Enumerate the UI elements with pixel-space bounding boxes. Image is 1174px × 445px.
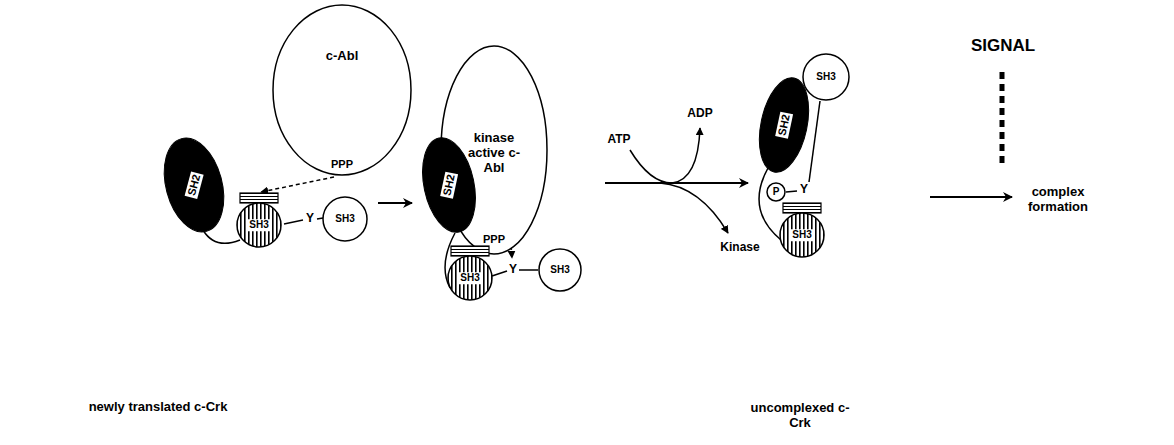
atp-adp-arrow	[630, 128, 700, 183]
sh2-domain: SH2	[160, 135, 228, 235]
sh2-domain: SH2	[418, 135, 480, 235]
tyrosine-label: Y	[509, 263, 517, 277]
stage-caption: newly translated c-Crk	[89, 400, 228, 415]
reactant-label: ATP	[607, 133, 630, 147]
step-arrow	[378, 202, 412, 204]
linker-line	[284, 220, 303, 224]
sh3-domain: SH3	[538, 248, 582, 292]
domain-label: SH3	[335, 213, 354, 225]
linker-line	[786, 191, 797, 192]
kinase-release-arrow	[660, 183, 728, 233]
domain-label: SH3	[816, 71, 835, 83]
tyrosine-label: Y	[306, 212, 314, 226]
sh3-domain-striped: SH3	[443, 246, 497, 302]
domain-label: SH3	[247, 219, 270, 231]
linker-line	[759, 168, 781, 240]
linker-line	[317, 218, 323, 219]
product-label: Kinase	[720, 241, 759, 255]
step-arrow	[930, 196, 1012, 198]
outcome-label: complex formation	[1018, 185, 1098, 215]
domain-label: SH3	[550, 264, 569, 276]
domain-label: P	[773, 186, 780, 198]
domain-label: SH3	[790, 229, 813, 241]
node-outline	[272, 4, 412, 176]
stage-caption: uncomplexed c-Crk	[743, 401, 858, 431]
domain-label: PPP	[331, 158, 353, 171]
sh3-domain: SH3	[802, 53, 850, 101]
binding-arrow	[261, 177, 334, 192]
sh3-domain-striped: SH3	[232, 193, 286, 249]
product-label: ADP	[687, 107, 712, 121]
phosphate-circle: P	[766, 182, 786, 202]
linker-line	[809, 101, 820, 182]
domain-label: PPP	[483, 233, 505, 246]
tyrosine-label: Y	[800, 183, 808, 197]
linker-line	[492, 271, 507, 276]
domain-label: SH3	[458, 272, 481, 284]
sh3-domain: SH3	[322, 196, 368, 242]
signal-dashes	[1000, 72, 1005, 168]
linker-line	[203, 230, 240, 243]
domain-label: c-Abl	[326, 49, 359, 64]
linker-line	[519, 269, 538, 271]
signal-label: SIGNAL	[971, 36, 1035, 56]
sh2-domain: SH2	[755, 75, 813, 175]
c-abl-ellipse: c-AblPPP	[272, 4, 412, 176]
sh3-domain-striped: SH3	[775, 203, 829, 259]
